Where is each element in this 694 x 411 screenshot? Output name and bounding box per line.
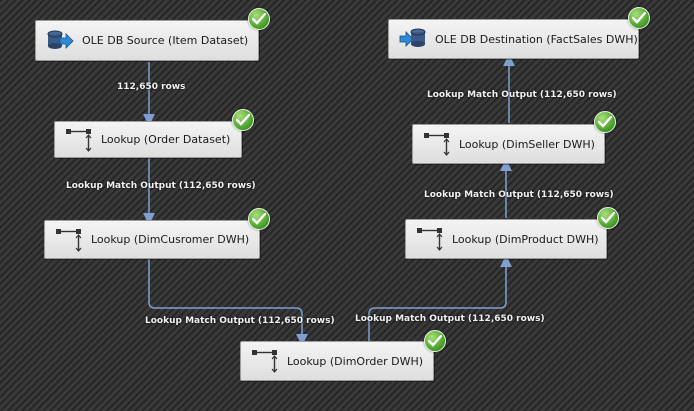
path-label-product-to-seller: Lookup Match Output (112,650 rows): [424, 190, 614, 200]
path-label-dimorder-to-product: Lookup Match Output (112,650 rows): [355, 314, 545, 324]
success-check-icon: [248, 8, 270, 30]
success-check-icon: [628, 7, 650, 29]
lookup-order-label: Lookup (Order Dataset): [101, 133, 231, 146]
lookup-icon: [65, 127, 93, 153]
lookup-dimcustomer-task[interactable]: Lookup (DimCusromer DWH): [44, 220, 260, 259]
lookup-dimorder-label: Lookup (DimOrder DWH): [287, 354, 424, 368]
path-label-customer-to-dimorder: Lookup Match Output (112,650 rows): [145, 316, 335, 326]
lookup-dimproduct-label: Lookup (DimProduct DWH): [452, 232, 599, 246]
lookup-icon: [423, 131, 451, 157]
ole-db-source-task[interactable]: OLE DB Source (Item Dataset): [35, 20, 259, 61]
success-check-icon: [248, 208, 270, 230]
success-check-icon: [597, 207, 619, 229]
path-label-order-to-customer: Lookup Match Output (112,650 rows): [66, 181, 256, 191]
success-check-icon: [594, 111, 616, 133]
path-label-seller-to-destination: Lookup Match Output (112,650 rows): [427, 90, 617, 100]
path-label-source-to-order: 112,650 rows: [117, 82, 186, 92]
lookup-icon: [251, 348, 279, 374]
lookup-dimproduct-task[interactable]: Lookup (DimProduct DWH): [405, 219, 607, 259]
source-task-label: OLE DB Source (Item Dataset): [82, 34, 249, 47]
ole-db-destination-task[interactable]: OLE DB Destination (FactSales DWH): [388, 19, 639, 59]
lookup-dimseller-label: Lookup (DimSeller DWH): [459, 137, 595, 151]
database-destination-icon: [399, 26, 427, 52]
lookup-dimcustomer-label: Lookup (DimCusromer DWH): [91, 233, 250, 246]
lookup-icon: [416, 226, 444, 252]
success-check-icon: [424, 330, 446, 352]
success-check-icon: [232, 109, 254, 131]
lookup-dimorder-task[interactable]: Lookup (DimOrder DWH): [240, 341, 434, 381]
lookup-order-dataset-task[interactable]: Lookup (Order Dataset): [54, 121, 242, 158]
path-customer-to-dimorder[interactable]: [148, 259, 308, 346]
path-dimorder-to-product[interactable]: [368, 255, 512, 341]
lookup-icon: [55, 227, 83, 253]
lookup-dimseller-task[interactable]: Lookup (DimSeller DWH): [412, 124, 605, 164]
destination-task-label: OLE DB Destination (FactSales DWH): [435, 32, 638, 46]
database-source-icon: [46, 28, 74, 54]
